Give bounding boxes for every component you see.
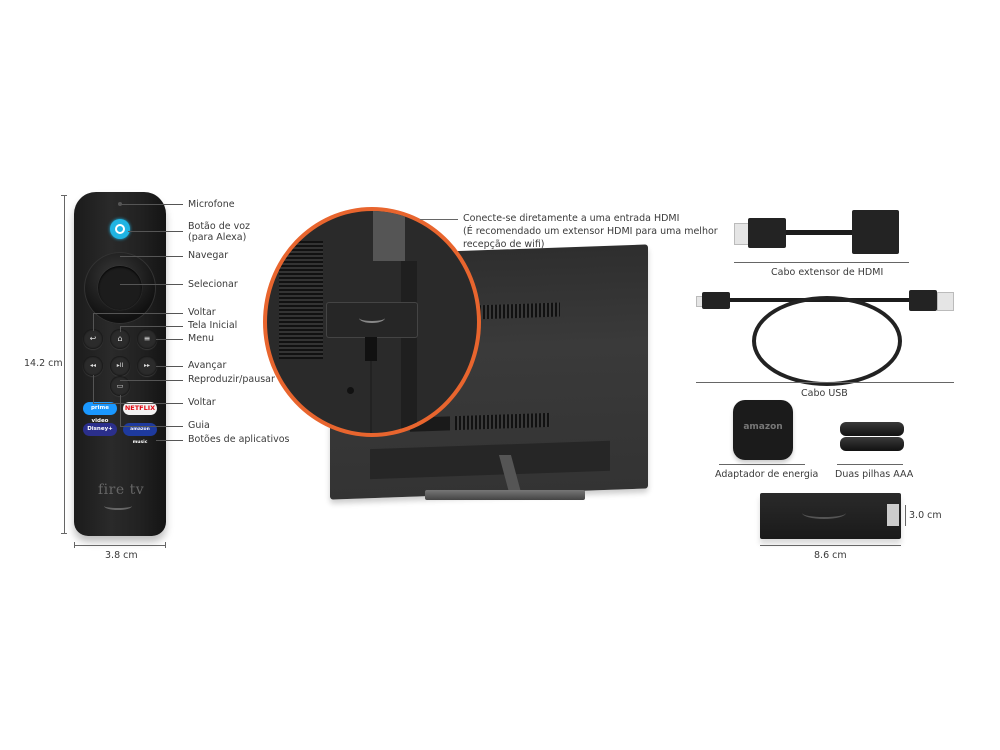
usb-plug (365, 337, 377, 361)
callout-line (120, 326, 121, 332)
tv-port-strip (401, 261, 417, 433)
usb-a-plug (937, 292, 954, 311)
callout-line (156, 366, 183, 367)
callout-line (93, 403, 183, 404)
hdmi-cable (786, 230, 854, 235)
screw (347, 387, 354, 394)
tv-vent (455, 412, 550, 431)
label-hdmi-extender: Cabo extensor de HDMI (771, 267, 884, 278)
micro-usb-connector (702, 292, 730, 309)
label-stick-width: 8.6 cm (814, 550, 847, 561)
back-button: ↩ (83, 329, 103, 349)
fast-forward-button: ▸▸ (137, 356, 157, 376)
callout-line (93, 313, 94, 331)
dimension-line (696, 382, 954, 383)
label-voltar-2: Voltar (188, 397, 216, 408)
callout-line (93, 375, 94, 403)
usb-a-connector (909, 290, 937, 311)
hdmi-callout-line1: Conecte-se diretamente a uma entrada HDM… (463, 213, 680, 224)
label-guia: Guia (188, 420, 210, 431)
callout-line (120, 426, 183, 427)
callout-line (93, 313, 183, 314)
prime-video-button: prime video (83, 402, 117, 424)
select-button (98, 266, 142, 310)
label-menu: Menu (188, 333, 215, 344)
remote-control: ↩ ⌂ ≡ ◂◂ ▸II ▸▸ ▭ prime video NETFLIX Di… (74, 192, 166, 536)
label-power-adapter: Adaptador de energia (715, 469, 819, 480)
play-pause-button: ▸II (110, 356, 130, 376)
navigation-ring (84, 252, 156, 324)
tick (165, 542, 166, 548)
callout-line (120, 284, 183, 285)
label-microfone: Microfone (188, 199, 235, 210)
tv-vent (279, 241, 323, 359)
label-tela-inicial: Tela Inicial (188, 320, 238, 331)
callout-line (156, 339, 183, 340)
callout-line (128, 231, 183, 232)
tv-stand-base (425, 490, 585, 500)
hdmi-zoom-circle (263, 207, 481, 437)
netflix-button: NETFLIX (123, 402, 157, 415)
remote-width-label: 3.8 cm (105, 550, 138, 561)
disney-plus-button: Disney+ (83, 423, 117, 436)
power-adapter: amazon (733, 400, 793, 460)
home-button: ⌂ (110, 329, 130, 349)
usb-cable-loop (752, 296, 902, 386)
fire-stick-plugged (327, 303, 417, 337)
label-selecionar: Selecionar (188, 279, 238, 290)
label-voice-button: Botão de voz (188, 221, 251, 232)
label-navegar: Navegar (188, 250, 229, 261)
dimension-line (719, 464, 805, 465)
menu-button: ≡ (137, 329, 157, 349)
hdmi-connector (748, 218, 786, 248)
alexa-voice-button (110, 219, 130, 239)
amazon-smile-icon (802, 507, 846, 519)
callout-line (120, 204, 183, 205)
rewind-button: ◂◂ (83, 356, 103, 376)
dimension-line (734, 262, 909, 263)
callout-line (156, 440, 183, 441)
tv-bottom-panel (370, 440, 610, 480)
hdmi-callout-line3: recepção de wifi) (463, 239, 545, 250)
label-reproduzir: Reproduzir/pausar (188, 374, 275, 385)
callout-line (120, 380, 183, 381)
label-usb-cable: Cabo USB (801, 388, 848, 399)
label-stick-height: 3.0 cm (909, 510, 942, 521)
dimension-line (837, 464, 903, 465)
usb-cable (370, 361, 372, 433)
callout-line (120, 395, 121, 426)
callout-line (120, 256, 183, 257)
stick-hdmi-plug (887, 504, 899, 526)
hdmi-callout-line (420, 219, 458, 220)
fire-tv-stick (760, 493, 901, 539)
amazon-smile-icon (104, 502, 132, 510)
battery (840, 437, 904, 451)
hdmi-callout-line2: (É recomendado um extensor HDMI para uma… (463, 226, 718, 237)
label-batteries: Duas pilhas AAA (835, 469, 914, 480)
callout-line (120, 326, 183, 327)
firetv-logo: fire tv (98, 482, 145, 498)
guide-button: ▭ (110, 376, 130, 396)
label-avancar: Avançar (188, 360, 227, 371)
dimension-line (760, 545, 901, 546)
amazon-smile-icon (359, 313, 385, 323)
tick (74, 542, 75, 548)
remote-height-label: 14.2 cm (24, 358, 63, 369)
dimension-line (905, 505, 906, 526)
battery (840, 422, 904, 436)
hdmi-port-housing (373, 211, 405, 261)
label-voice-button-sub: (para Alexa) (188, 232, 247, 243)
label-app-buttons: Botões de aplicativos (188, 434, 290, 445)
width-dimension-line (74, 545, 166, 546)
hdmi-female-connector (852, 210, 899, 254)
tick (61, 195, 67, 196)
height-dimension-line (64, 195, 65, 533)
amazon-logo: amazon (743, 422, 783, 432)
amazon-music-button: amazon music (123, 423, 157, 445)
tick (61, 533, 67, 534)
label-voltar: Voltar (188, 307, 216, 318)
